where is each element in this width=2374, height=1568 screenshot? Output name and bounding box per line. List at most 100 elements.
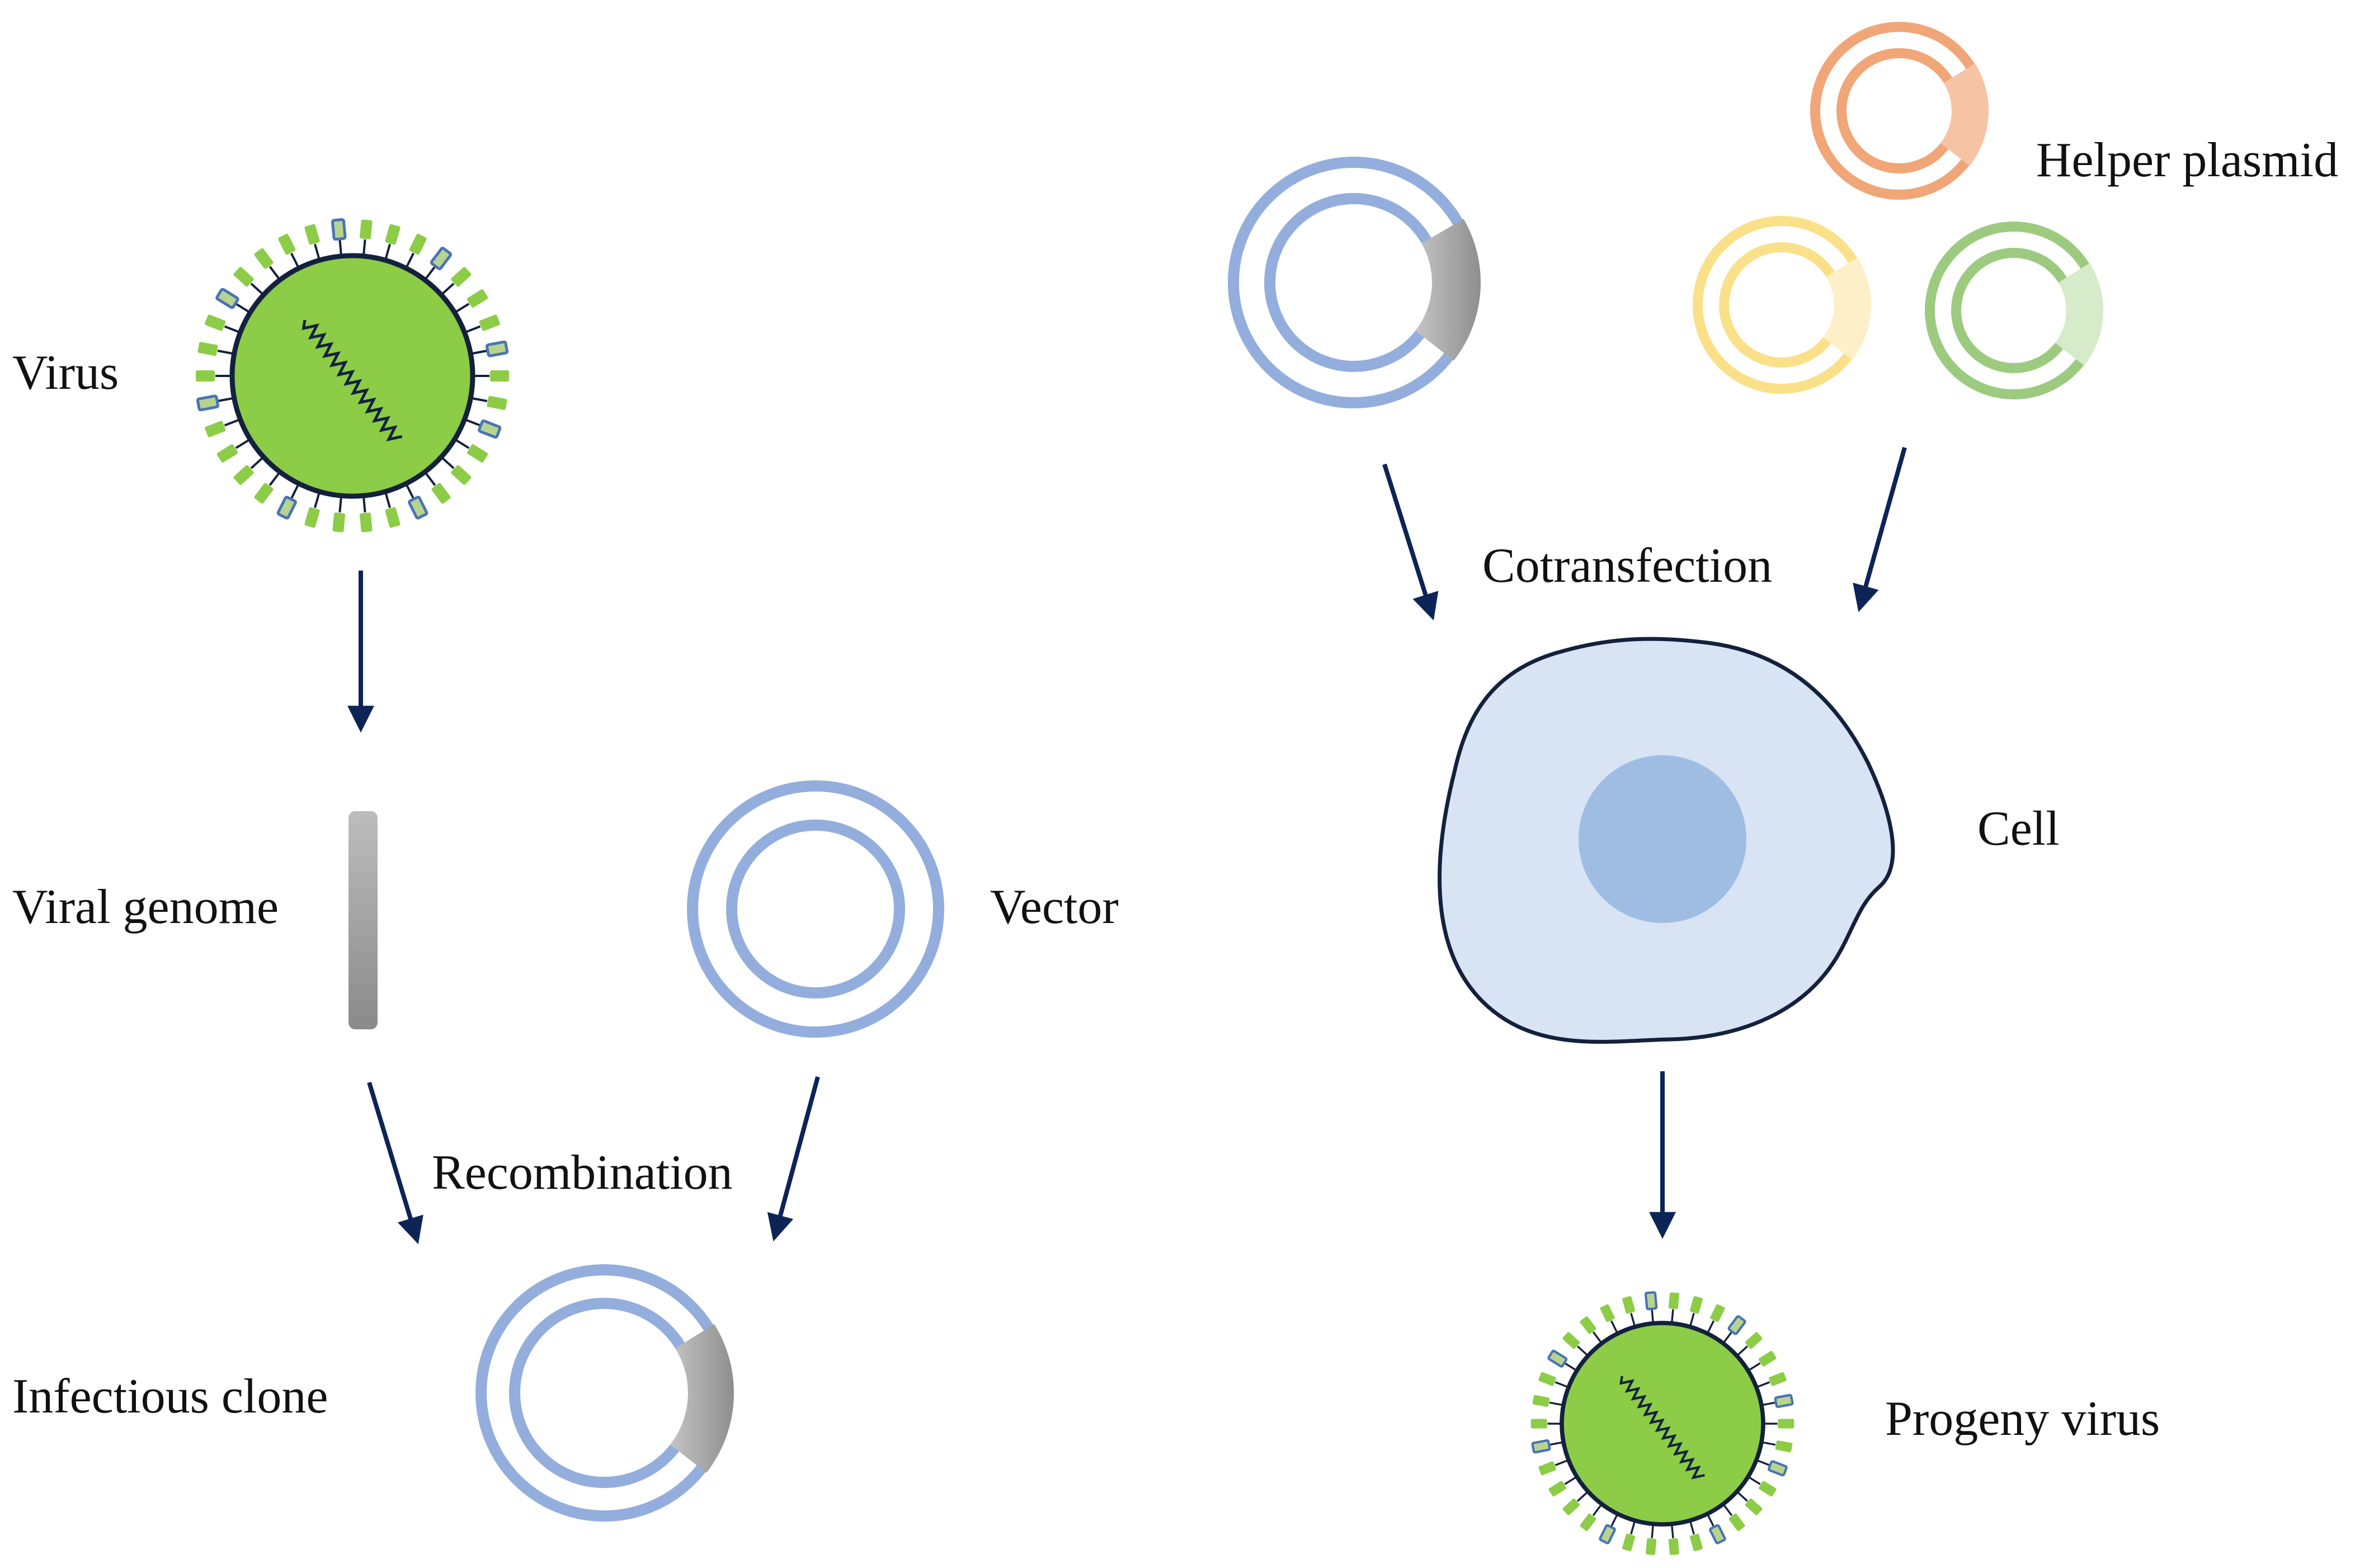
spike-protein-blue xyxy=(408,496,428,520)
arrows xyxy=(347,446,1907,1245)
progeny-virus-illustration xyxy=(1530,1291,1794,1555)
spike-stalk xyxy=(464,325,481,334)
helper-plasmid-orange xyxy=(1810,22,1989,200)
spike-protein xyxy=(1600,1304,1615,1322)
spike-protein xyxy=(1622,1533,1636,1551)
spike-protein-blue xyxy=(1727,1315,1746,1335)
infectious-clone-plasmid xyxy=(475,1264,734,1522)
label-infectious-clone: Infectious clone xyxy=(12,1369,328,1424)
spike-stalk xyxy=(1761,1441,1776,1446)
spike-protein xyxy=(1548,1481,1567,1497)
label-viral-genome: Viral genome xyxy=(12,880,279,934)
label-cell: Cell xyxy=(1977,802,2060,856)
virus-envelope xyxy=(229,253,475,499)
spike-protein xyxy=(233,465,254,485)
spike-protein xyxy=(1745,1498,1763,1515)
spike-protein-blue xyxy=(485,340,509,357)
spike-protein xyxy=(1668,1538,1679,1555)
spike-stalk xyxy=(314,243,321,261)
vector-plasmid xyxy=(687,780,944,1038)
spike-stalk xyxy=(1722,1503,1733,1517)
spike-protein xyxy=(1646,1538,1657,1555)
spike-stalk xyxy=(1706,1513,1715,1527)
helper-plasmid-green xyxy=(1925,222,2104,399)
spike-protein xyxy=(1622,1296,1636,1314)
spike-stalk xyxy=(269,266,281,281)
spike-protein xyxy=(451,267,472,287)
spike-stalk xyxy=(1689,1520,1695,1535)
spike-stalk xyxy=(250,456,265,469)
spike-stalk xyxy=(423,471,436,486)
spike-stalk xyxy=(470,397,488,402)
spike-stalk xyxy=(217,350,235,355)
spike-protein-blue xyxy=(430,247,453,271)
spike-protein-blue xyxy=(1531,1439,1551,1454)
spike-stalk xyxy=(1610,1513,1619,1527)
spike-protein xyxy=(1562,1498,1580,1515)
spike-stalk xyxy=(338,239,343,257)
spike-protein xyxy=(1668,1292,1679,1310)
spike-protein xyxy=(467,444,488,463)
spike-stalk xyxy=(1592,1331,1603,1344)
spike-protein xyxy=(254,483,274,504)
spike-protein xyxy=(431,483,451,504)
spike-stalk xyxy=(235,438,251,449)
spike-protein xyxy=(254,248,274,269)
spike-stalk xyxy=(1630,1312,1636,1327)
spike-stalk xyxy=(1689,1312,1695,1327)
spike-stalk xyxy=(440,456,455,469)
spike-stalk xyxy=(1736,1345,1749,1357)
spike-protein xyxy=(1710,1304,1725,1322)
helper-plasmid-yellow xyxy=(1693,216,1872,394)
spike-stalk xyxy=(454,438,470,449)
spike-stalk xyxy=(314,491,321,508)
spike-stalk xyxy=(269,471,281,486)
spike-stalk xyxy=(1610,1320,1619,1334)
spike-protein xyxy=(1689,1533,1703,1551)
spike-protein xyxy=(196,370,215,382)
spike-protein xyxy=(1758,1350,1777,1367)
spike-protein xyxy=(278,233,296,255)
spike-stalk xyxy=(362,239,366,257)
spike-protein xyxy=(479,314,500,331)
spike-protein-blue xyxy=(1767,1460,1788,1477)
spike-protein xyxy=(304,224,320,245)
spike-protein xyxy=(467,289,488,308)
spike-protein xyxy=(205,421,226,437)
spike-protein xyxy=(304,507,320,528)
spike-stalk xyxy=(338,495,343,513)
spike-stalk xyxy=(454,303,470,314)
spike-stalk xyxy=(470,350,488,355)
spike-stalk xyxy=(1564,1362,1577,1372)
spike-stalk xyxy=(224,418,241,427)
spike-stalk xyxy=(1756,1459,1770,1466)
arrow-plasmid-to-cell xyxy=(1382,463,1439,621)
arrow-genome-to-clone xyxy=(367,1081,423,1245)
spike-protein xyxy=(487,395,507,410)
spike-protein-blue xyxy=(1709,1524,1726,1545)
spike-protein-blue xyxy=(1644,1291,1658,1311)
spike-protein xyxy=(1778,1419,1794,1429)
spike-stalk xyxy=(1761,1401,1776,1406)
spike-stalk xyxy=(1670,1524,1674,1538)
spike-protein xyxy=(385,224,401,245)
spike-protein xyxy=(1580,1316,1596,1334)
virus-envelope xyxy=(1560,1321,1765,1527)
spike-protein xyxy=(1689,1296,1703,1314)
spike-protein xyxy=(1562,1332,1580,1349)
virus-illustration xyxy=(196,218,509,533)
spike-stalk xyxy=(1670,1309,1674,1324)
spike-protein xyxy=(1530,1419,1547,1429)
spike-protein xyxy=(451,465,472,485)
spike-protein-blue xyxy=(215,288,239,309)
spike-stalk xyxy=(423,266,436,281)
viral-rna xyxy=(1619,1376,1705,1480)
arrow-vector-to-clone xyxy=(767,1076,820,1242)
spike-stalk xyxy=(1555,1459,1569,1466)
cell-nucleus xyxy=(1579,755,1746,923)
spike-protein xyxy=(490,370,509,382)
spike-protein xyxy=(360,512,373,533)
spike-protein xyxy=(1758,1481,1777,1497)
spike-stalk xyxy=(384,491,391,508)
